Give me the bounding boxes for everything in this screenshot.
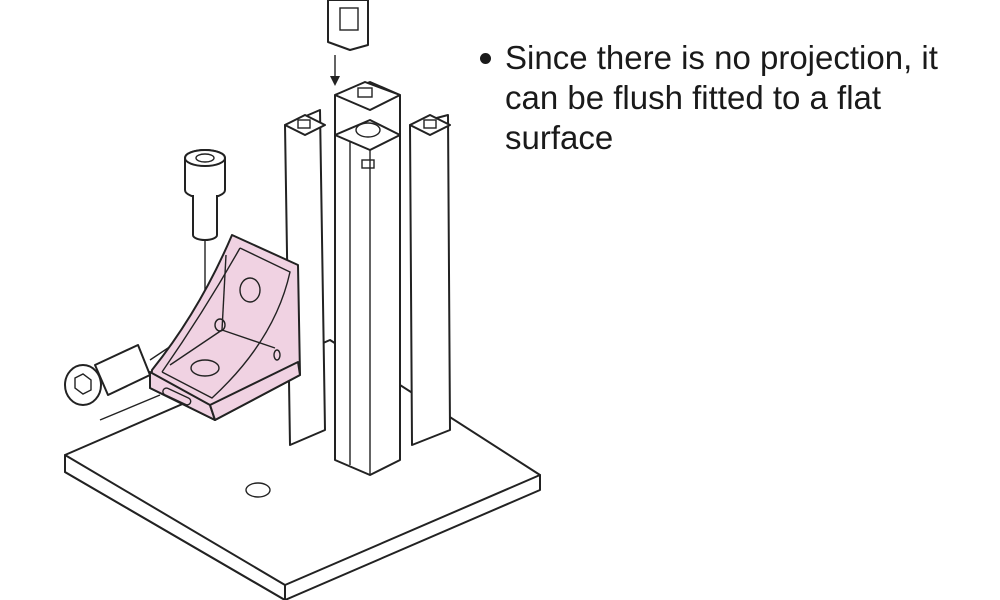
corner-bracket bbox=[149, 234, 301, 421]
feature-note: Since there is no projection, it can be … bbox=[478, 38, 978, 158]
bullet-icon bbox=[480, 53, 491, 64]
t-nut bbox=[327, 0, 369, 86]
feature-note-text: Since there is no projection, it can be … bbox=[505, 39, 938, 156]
cap-screw-vertical bbox=[184, 149, 226, 370]
aluminum-profile bbox=[284, 81, 451, 476]
arrow-down-icon bbox=[330, 76, 340, 86]
